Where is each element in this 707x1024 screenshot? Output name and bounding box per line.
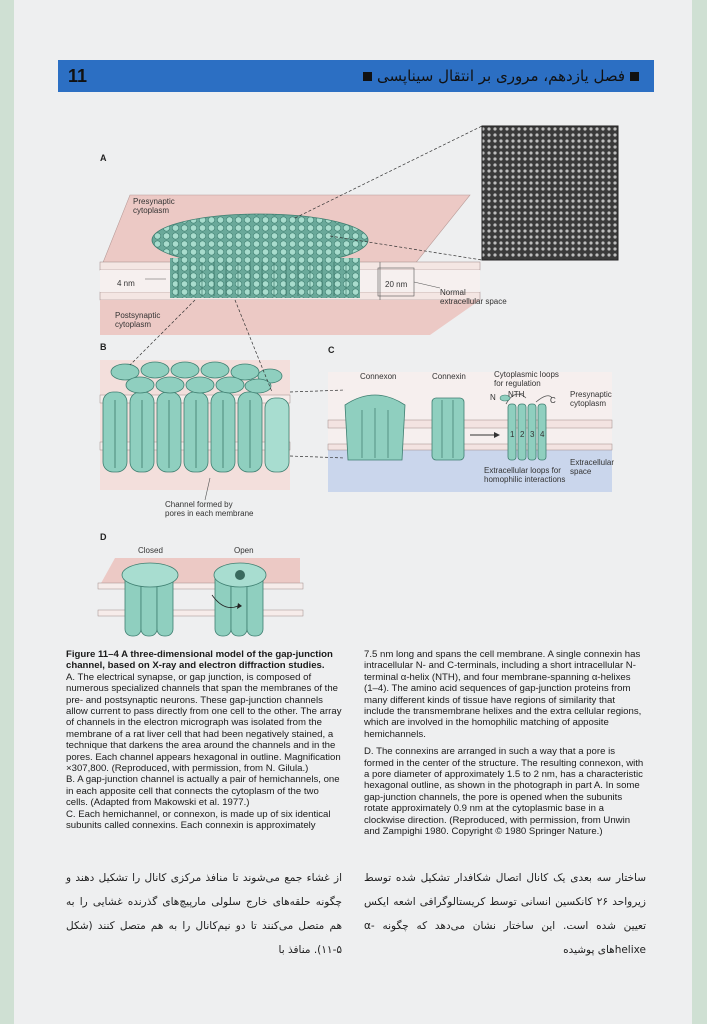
caption-left-column: Figure 11–4 A three-dimensional model of… [66,649,342,832]
four-nm-label: 4 nm [117,279,135,288]
panel-c-label: C [328,345,335,355]
panel-a-diagram [99,125,619,335]
caption-part-c: C. Each hemichannel, or connexon, is mad… [66,808,331,832]
c-terminal-label: C [550,396,556,405]
postsynaptic-cytoplasm-label: Postsynaptic cytoplasm [115,311,161,329]
panel-b-diagram [99,299,291,501]
persian-text-left-column: از غشاء جمع می‌شوند تا منافذ مرکزی کانال… [66,872,342,956]
cytoplasmic-loops-label: Cytoplasmic loops for regulation [494,370,559,388]
panel-d-label: D [100,532,107,542]
chapter-header-bar: 11 فصل یازدهم، مروری بر انتقال سیناپسی [58,60,654,92]
twenty-nm-label: 20 nm [385,280,408,289]
connexon-label: Connexon [360,372,397,381]
panel-a-label: A [100,153,107,163]
open-label: Open [234,546,254,555]
presynaptic-cytoplasm-c-label: Presynaptic cytoplasm [570,390,612,408]
gap-junction-figure [97,125,619,637]
figure-caption-title: Figure 11–4 A three-dimensional model of… [66,649,333,672]
panel-c-diagram [289,372,613,492]
caption-part-b: B. A gap-junction channel is actually a … [66,774,340,809]
channel-pores-label: Channel formed by pores in each membrane [165,500,254,518]
subunit-2-label: 2 [520,430,525,439]
caption-right-column: 7.5 nm long and spans the cell membrane.… [364,649,646,838]
panel-d-diagram [97,558,304,637]
n-terminal-label: N [490,393,496,402]
subunit-1-label: 1 [510,430,515,439]
subunit-4-label: 4 [540,430,545,439]
square-bullet-icon [630,72,639,81]
page-number: 11 [68,65,88,86]
chapter-title-text: فصل یازدهم، مروری بر انتقال سیناپسی [377,67,625,85]
closed-label: Closed [138,546,163,555]
connexin-label: Connexin [432,372,466,381]
panel-b-label: B [100,342,107,352]
persian-text-right-column: ساختار سه بعدی یک کانال اتصال شکافدار تش… [364,872,646,956]
subunit-3-label: 3 [530,430,535,439]
extracellular-loops-label: Extracellular loops for homophilic inter… [484,466,566,484]
normal-extracellular-space-label: Normal extracellular space [440,288,507,306]
presynaptic-cytoplasm-label: Presynaptic cytoplasm [133,197,175,215]
caption-part-a: A. The electrical synapse, or gap juncti… [66,671,342,775]
extracellular-space-label: Extracellular space [570,458,615,476]
chapter-title: فصل یازدهم، مروری بر انتقال سیناپسی [358,67,644,85]
nth-label: NTH [508,390,525,399]
square-bullet-icon [363,72,373,81]
caption-part-c-continued: 7.5 nm long and spans the cell membrane.… [364,649,642,740]
caption-part-d: D. The connexins are arranged in such a … [364,746,644,838]
